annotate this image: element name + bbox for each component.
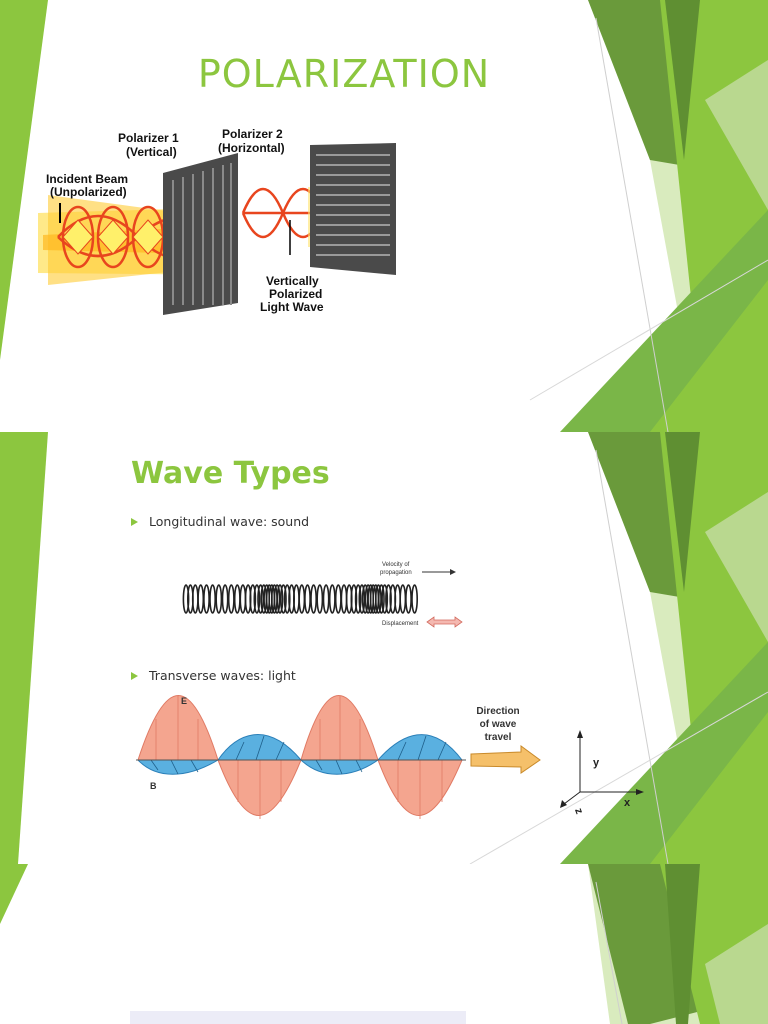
bullet-transverse: Transverse waves: light [131, 668, 296, 683]
label-incident-sub: (Unpolarized) [50, 185, 127, 199]
label-polarized-1: Vertically [266, 274, 319, 288]
label-polarizer1: Polarizer 1 [118, 131, 179, 145]
label-polarized-3: Light Wave [260, 300, 324, 314]
label-e-field: E [181, 696, 187, 706]
displacement-arrow-icon [426, 616, 463, 628]
direction-arrow-icon [470, 745, 541, 774]
slide-wave-types: Wave Types Longitudinal wave: sound Velo… [0, 432, 768, 864]
polarization-diagram: Polarizer 1 (Vertical) Polarizer 2 (Hori… [38, 127, 396, 315]
label-axis-y: y [593, 757, 600, 769]
label-polarized-2: Polarized [269, 287, 322, 301]
bullet-text: Transverse waves: light [149, 668, 296, 683]
slide-3 [0, 864, 768, 1024]
bullet-text: Longitudinal wave: sound [149, 514, 310, 529]
bullet-longitudinal: Longitudinal wave: sound [131, 514, 309, 529]
label-displacement: Displacement [382, 621, 419, 627]
label-direction-1: Direction [476, 706, 519, 717]
xyz-axes-diagram: y x z [560, 730, 644, 817]
slide-decoration [0, 0, 768, 432]
slide-decoration [0, 432, 768, 864]
label-polarizer2: Polarizer 2 [222, 127, 283, 141]
label-direction-2: of wave [480, 719, 517, 730]
label-direction-3: travel [485, 732, 512, 743]
label-velocity-2: propagation [380, 570, 412, 576]
slide-polarization: POLARIZATION [0, 0, 768, 432]
label-axis-x: x [624, 797, 631, 809]
slide-title: Wave Types [131, 456, 330, 491]
label-polarizer1-sub: (Vertical) [126, 145, 177, 159]
label-velocity-1: Velocity of [382, 562, 410, 568]
label-axis-z: z [572, 807, 585, 817]
bullet-arrow-icon [131, 518, 138, 526]
bullet-arrow-icon [131, 672, 138, 680]
label-incident: Incident Beam [46, 172, 128, 186]
transverse-wave-diagram: Direction of wave travel E B [136, 695, 541, 819]
longitudinal-wave-diagram: Velocity of propagation Displacement [182, 562, 463, 628]
slide-decoration [0, 864, 768, 1024]
label-b-field: B [150, 781, 157, 791]
label-polarizer2-sub: (Horizontal) [218, 141, 285, 155]
slide-title: POLARIZATION [197, 52, 491, 96]
content-placeholder-box [130, 1011, 466, 1024]
